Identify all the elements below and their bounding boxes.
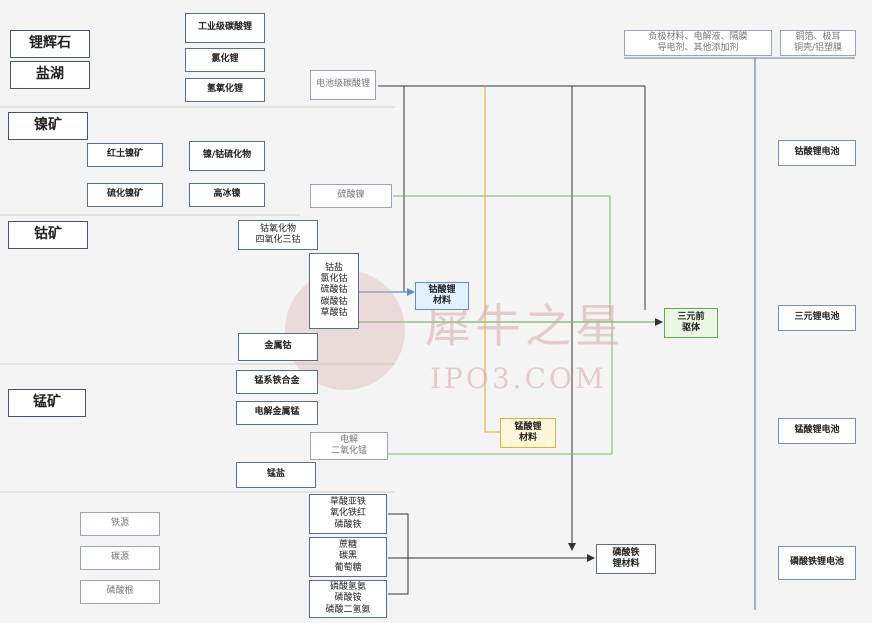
emd-flow [388,320,613,455]
phosphate-root-node: 磷酸根 [80,580,160,604]
foils-node: 铜箔、极耳 铜壳/铝塑膜 [780,30,856,56]
nickel-ore-node: 镍矿 [8,112,88,140]
cobalt-oxide-node: 钴氧化物 四氧化三钴 [238,220,318,250]
nickel-sulfate-flow [393,195,611,320]
manganese-ore-node: 锰矿 [8,389,86,417]
cobalt-metal-node: 金属钴 [238,333,318,361]
lco-material-node: 钴酸锂 材料 [415,282,469,310]
salt-lake-node: 盐湖 [10,61,90,89]
emd-node: 电解 二氧化锰 [310,432,388,460]
phosphate-compounds-node: 磷酸氢氨 磷酸铵 磷酸二氢氨 [309,580,387,618]
cobalt-ore-node: 钴矿 [8,221,88,249]
manganese-salt-node: 锰盐 [236,462,316,488]
lithium-flow [378,85,646,551]
sulfide-nickel-node: 硫化镍矿 [87,183,163,207]
nickel-sulfate-node: 硫酸镍 [310,184,392,208]
lfp-battery-node: 磷酸铁锂电池 [778,546,856,580]
lco-battery-node: 钴酸锂电池 [778,140,856,166]
battery-lithium-carbonate-node: 电池级碳酸锂 [310,70,376,100]
cobalt-salts-node: 钴盐 氯化钴 硫酸钴 碳酸钴 草酸钴 [309,253,359,329]
lithium-ore-node: 锂辉石 [10,30,90,58]
lithium-hydroxide-node: 氢氧化锂 [185,78,265,102]
nickel-matte-node: 高冰镍 [189,183,265,207]
other-components-node: 负极材料、电解液、隔膜 导电剂、其他添加剂 [624,30,772,56]
ferro-manganese-node: 锰系铁合金 [236,370,318,394]
lmo-material-node: 锰酸锂 材料 [500,418,556,448]
electrolytic-manganese-node: 电解金属锰 [236,401,318,425]
lithium-chloride-node: 氯化锂 [185,48,265,72]
manganese-to-lmo-flow [484,86,500,433]
ternary-battery-node: 三元锂电池 [778,305,856,331]
iron-compounds-node: 草酸亚铁 氧化铁红 磷酸铁 [309,494,387,534]
lmo-battery-node: 锰酸锂电池 [778,418,856,444]
ternary-precursor-node: 三元前 驱体 [664,308,718,338]
industrial-lithium-carbonate-node: 工业级碳酸锂 [185,13,265,43]
ni-co-sulfide-node: 镍/钴硫化物 [189,141,265,171]
phosphate-flow [388,513,595,595]
carbon-source-node: 碳源 [80,546,160,570]
lfp-material-node: 磷酸铁 锂材料 [596,544,656,574]
carbon-compounds-node: 蔗糖 碳黑 葡萄糖 [309,537,387,577]
section-dividers [0,106,395,493]
laterite-nickel-node: 红土镍矿 [87,143,163,167]
iron-source-node: 铁源 [80,512,160,536]
